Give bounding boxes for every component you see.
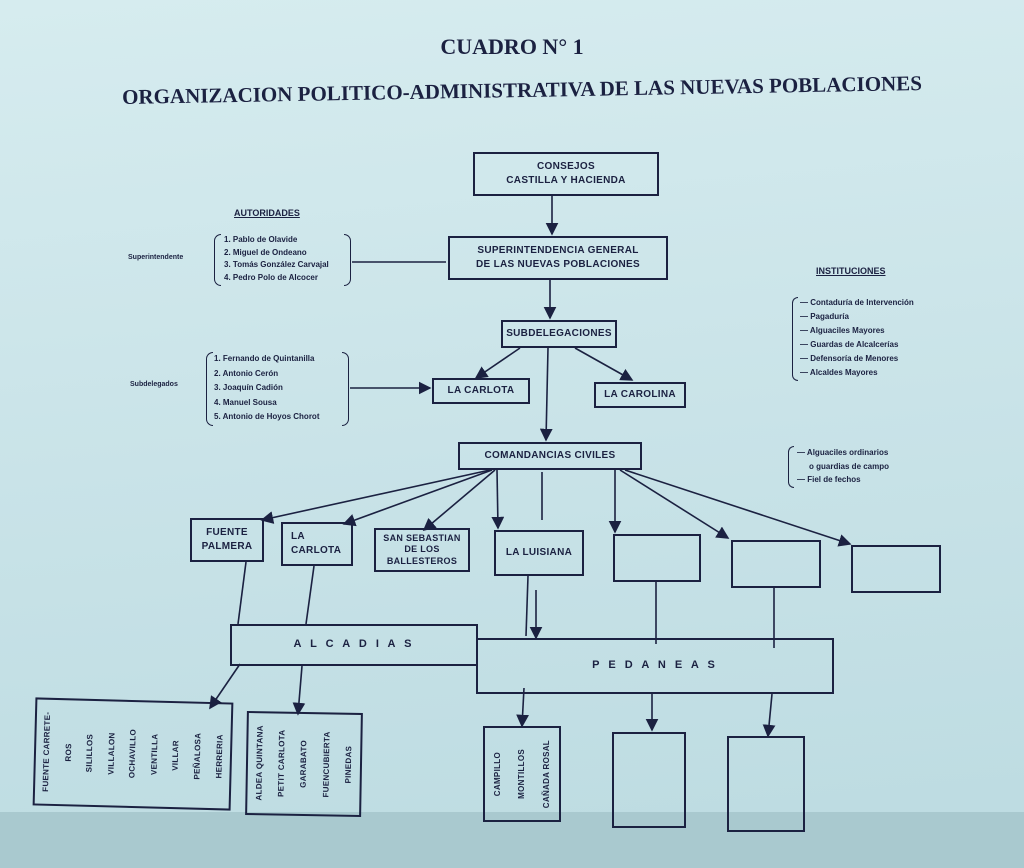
aldea: PINEDAS <box>343 745 354 784</box>
aldea: PEÑALOSA <box>192 732 203 780</box>
node-la-carlota: LA CARLOTA <box>432 378 530 404</box>
aldea: CAÑADA ROSAL <box>542 739 552 809</box>
aldea: MONTILLOS <box>517 749 527 799</box>
node-alcadias: A L C A D I A S <box>230 624 478 666</box>
aldea: ROS <box>63 743 73 762</box>
node-pedaneas: P E D A N E A S <box>476 638 834 694</box>
node-comandancias: COMANDANCIAS CIVILES <box>458 442 642 470</box>
aldea: HERRERIA <box>213 734 225 779</box>
brace <box>788 446 794 488</box>
node-la-carolina: LA CAROLINA <box>594 382 686 408</box>
node-la-luisiana: LA LUISIANA <box>494 530 584 576</box>
node-empty-2 <box>731 540 821 588</box>
node-empty-3 <box>851 545 941 593</box>
aldeas-la-carlota: ALDEA QUINTANA PETIT CARLOTA GARABATO FU… <box>245 710 363 818</box>
brace <box>342 352 349 426</box>
aldeas-empty-2 <box>727 736 805 832</box>
aldea: CAMPILLO <box>492 751 502 797</box>
aldea: VENTILLA <box>149 733 160 776</box>
brace <box>792 297 798 381</box>
cuadro-number: CUADRO N° 1 <box>440 34 584 59</box>
aldea: VILLALON <box>106 732 117 775</box>
instituciones-list: — Contaduría de Intervención— Pagaduría … <box>800 298 914 377</box>
superintendente-label: Superintendente <box>128 254 184 261</box>
node-subdelegaciones: SUBDELEGACIONES <box>501 320 617 348</box>
aldea: PETIT CARLOTA <box>276 729 287 798</box>
node-empty-1 <box>613 534 701 582</box>
aldeas-empty-1 <box>612 732 686 828</box>
aldea: OCHAVILLO <box>127 729 139 779</box>
aldea: FUENTE CARRETE- <box>41 711 53 792</box>
brace <box>214 234 221 286</box>
aldea: GARABATO <box>298 739 309 789</box>
aldea: ALDEA QUINTANA <box>253 725 265 801</box>
subdelegados-label: Subdelegados <box>130 381 178 388</box>
autoridades-heading: AUTORIDADES <box>234 208 300 218</box>
aldeas-fuente-palmera: FUENTE CARRETE- ROS SILILLOS VILLALON OC… <box>32 697 234 811</box>
instituciones-heading: INSTITUCIONES <box>816 266 886 276</box>
brace <box>344 234 351 286</box>
aldeas-la-luisiana: CAMPILLO MONTILLOS CAÑADA ROSAL <box>483 726 561 822</box>
aldea: FUENCUBIERTA <box>321 731 332 798</box>
brace <box>206 352 213 426</box>
comandancia-staff-list: — Alguaciles ordinarios o guardias de ca… <box>797 448 890 484</box>
aldea: SILILLOS <box>84 733 95 773</box>
aldea: VILLAR <box>171 739 181 771</box>
